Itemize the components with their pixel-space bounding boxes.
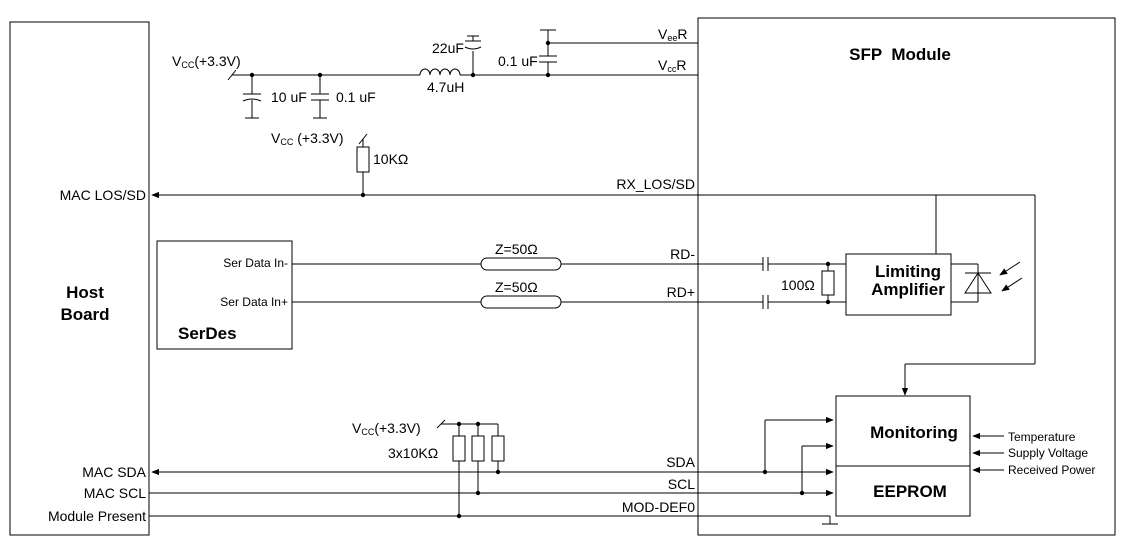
serdes-box	[156, 240, 293, 350]
eeprom-label: EEPROM	[873, 482, 947, 501]
vcc-label-i2c: VCC(+3.3V)	[352, 420, 421, 437]
pullup-resistor-1	[452, 435, 466, 462]
resistor-100-label: 100Ω	[781, 277, 815, 293]
host-pin-present: Module Present	[48, 508, 146, 524]
host-board-title-2: Board	[60, 305, 109, 324]
cap-10u-label: 10 uF	[271, 89, 307, 105]
host-board-title-1: Host	[66, 283, 104, 302]
limiting-amplifier-block	[845, 253, 952, 316]
cap-01u-label-b: 0.1 uF	[498, 53, 538, 69]
serdes-in-minus-label: Ser Data In-	[223, 256, 288, 270]
module-pin-mod-def0: MOD-DEF0	[622, 499, 695, 515]
z50-plus	[480, 295, 562, 309]
sfp-module-title: SFP Module	[849, 45, 951, 64]
host-pin-scl: MAC SCL	[84, 485, 146, 501]
serdes-in-plus-label: Ser Data In+	[220, 295, 288, 309]
monitoring-block	[835, 395, 971, 467]
input-supply-voltage: Supply Voltage	[1008, 446, 1088, 460]
cap-22u-label: 22uF	[432, 40, 464, 56]
host-pin-los: MAC LOS/SD	[60, 187, 146, 203]
vcc-label-los: VCC (+3.3V)	[271, 130, 344, 147]
host-board-box	[9, 21, 150, 536]
cap-10u-plate2	[242, 98, 262, 102]
module-pin-sda: SDA	[666, 454, 695, 470]
z50-plus-label: Z=50Ω	[495, 279, 538, 295]
pullup-resistor-3	[491, 435, 505, 462]
z50-minus-label: Z=50Ω	[495, 241, 538, 257]
resistor-10k-label: 10KΩ	[373, 151, 408, 167]
inductor-label: 4.7uH	[427, 79, 464, 95]
limamp-label-2: Amplifier	[871, 280, 945, 299]
input-received-power: Received Power	[1008, 463, 1095, 477]
pullup-label: 3x10KΩ	[388, 445, 438, 461]
monitoring-label: Monitoring	[870, 423, 958, 442]
inductor-4u7	[419, 68, 461, 76]
cap-22u-plate1	[464, 46, 482, 50]
input-temperature: Temperature	[1008, 430, 1076, 444]
z50-minus	[480, 257, 562, 271]
module-pin-rx-los: RX_LOS/SD	[616, 176, 695, 192]
serdes-title: SerDes	[178, 324, 237, 343]
module-pin-scl: SCL	[668, 476, 695, 492]
cap-01u-label-a: 0.1 uF	[336, 89, 376, 105]
module-pin-rd-plus: RD+	[667, 284, 695, 300]
photodiode-icon	[951, 261, 1023, 303]
module-pin-rd-minus: RD-	[670, 246, 695, 262]
vccr-label: VccR	[658, 57, 686, 74]
veer-label: VeeR	[658, 26, 687, 43]
host-pin-sda: MAC SDA	[82, 464, 146, 480]
vcc-label-top: VCC(+3.3V)	[172, 53, 241, 70]
resistor-10k-los	[356, 146, 370, 173]
limamp-label-1: Limiting	[875, 262, 941, 281]
pullup-resistor-2	[471, 435, 485, 462]
resistor-100-term	[821, 270, 835, 296]
eeprom-block	[835, 465, 971, 517]
